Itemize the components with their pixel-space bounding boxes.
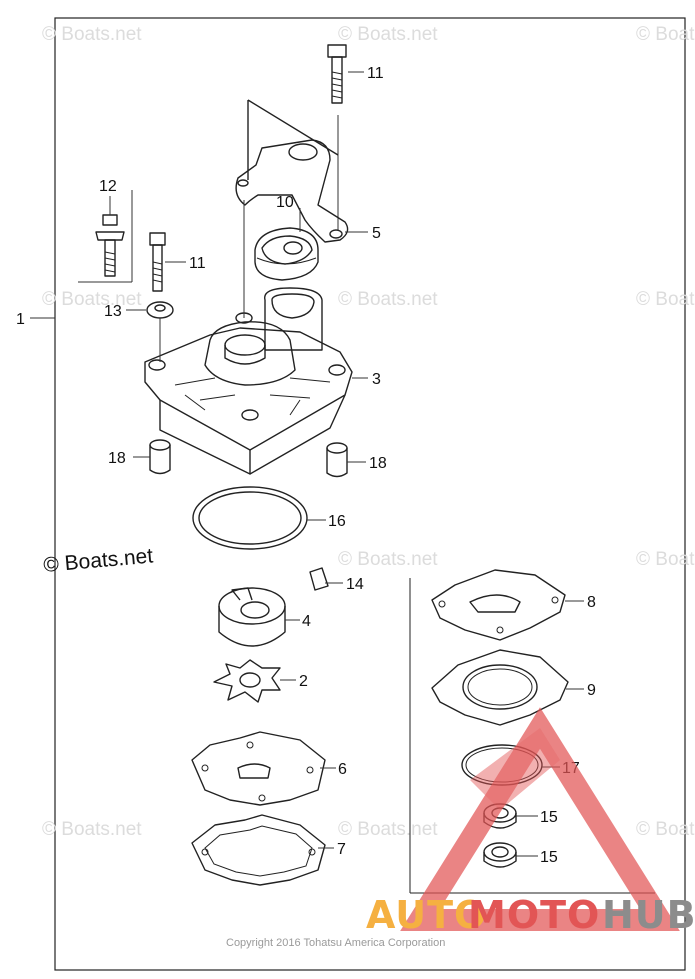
bolt-12 [78,190,133,283]
copyright-credit: Copyright 2016 Tohatsu America Corporati… [226,937,445,949]
watermark-text: © Boats.net [338,24,438,45]
logo-triangle [400,707,680,931]
plate-6 [191,731,326,806]
bolt-11-mid [149,232,166,292]
collar-18-right [326,442,348,478]
water-tube-seal [264,287,323,351]
bolt-11-top [327,44,347,104]
callout-13: 13 [104,303,122,320]
watermark-text: © Boats.net [338,289,438,310]
callout-4: 4 [302,613,311,630]
watermark-text: © Boats.net [636,24,695,45]
oil-seal-15-lower [483,842,517,868]
callout-18-left: 18 [108,450,126,467]
watermark-text: © Boats.net [636,549,695,570]
pump-housing-3 [144,312,353,475]
impeller-2 [213,659,281,703]
callout-11-mid: 11 [189,255,206,272]
brand-auto: AUTO [366,893,487,937]
watermark-text: © Boats.net [338,819,438,840]
callout-14: 14 [346,576,364,593]
watermark-text: © Boats.net [636,289,695,310]
liner-4 [218,587,286,647]
callout-5: 5 [372,225,381,242]
gasket-7 [191,814,326,886]
plate-8 [431,569,566,641]
callout-11-top: 11 [367,65,384,82]
collar-18-left [149,439,171,475]
callout-15-lower: 15 [540,849,558,866]
watermark-text: © Boats.net [42,289,142,310]
watermark-text: © Boats.net [42,819,142,840]
diagram-frame [54,17,686,971]
grommet-10 [254,227,319,281]
callout-12: 12 [99,178,117,195]
automotohub-logo [400,707,680,931]
callout-2: 2 [299,673,308,690]
callout-1: 1 [16,311,25,328]
watermark-text: © Boats.net [42,24,142,45]
watermarks: © Boats.net © Boats.net © Boats.net © Bo… [42,24,695,840]
callout-16: 16 [328,513,346,530]
callout-7: 7 [337,841,346,858]
callout-15-upper: 15 [540,809,558,826]
callout-6: 6 [338,761,347,778]
brand-moto: MOTO [468,893,600,937]
main-watermark: © Boats.net [42,544,154,577]
brand-hub: HUB [602,893,695,937]
callout-9: 9 [587,682,596,699]
o-ring-16 [192,486,308,550]
watermark-text: © Boats.net [636,819,695,840]
watermark-text: © Boats.net [338,549,438,570]
callout-18-right: 18 [369,455,387,472]
washer-13 [146,301,174,362]
bracket-5 [235,99,349,243]
key-14 [309,567,329,591]
callout-3: 3 [372,371,381,388]
callout-10: 10 [276,194,294,211]
callout-8: 8 [587,594,596,611]
gasket-9 [431,649,569,726]
